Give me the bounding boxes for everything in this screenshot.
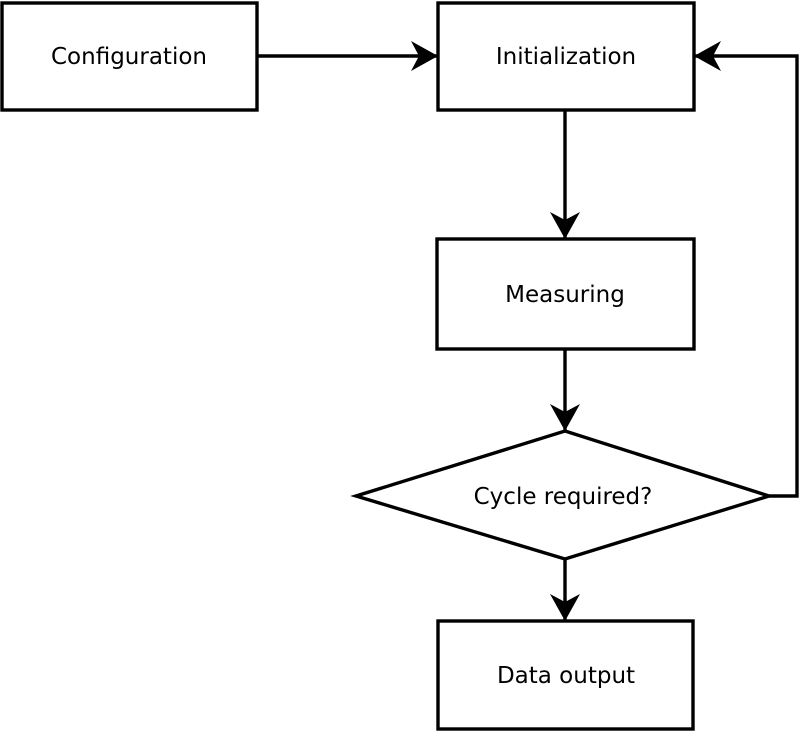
node-data-output: Data output — [436, 619, 695, 731]
initialization-box — [436, 1, 696, 112]
node-initialization: Initialization — [436, 1, 696, 112]
node-cycle-required: Cycle required? — [350, 429, 775, 561]
edge-cycle-required-to-initialization-loop — [694, 41, 799, 498]
measuring-box — [435, 237, 696, 351]
node-measuring: Measuring — [435, 237, 696, 351]
data-output-box — [436, 619, 695, 731]
cycle-required-diamond — [350, 429, 775, 561]
configuration-box — [0, 1, 259, 112]
measuring-label: Measuring — [505, 282, 625, 308]
cycle-required-label: Cycle required? — [474, 484, 653, 510]
node-configuration: Configuration — [0, 1, 259, 112]
initialization-label: Initialization — [496, 44, 636, 70]
configuration-label: Configuration — [51, 44, 207, 70]
data-output-label: Data output — [497, 663, 635, 689]
